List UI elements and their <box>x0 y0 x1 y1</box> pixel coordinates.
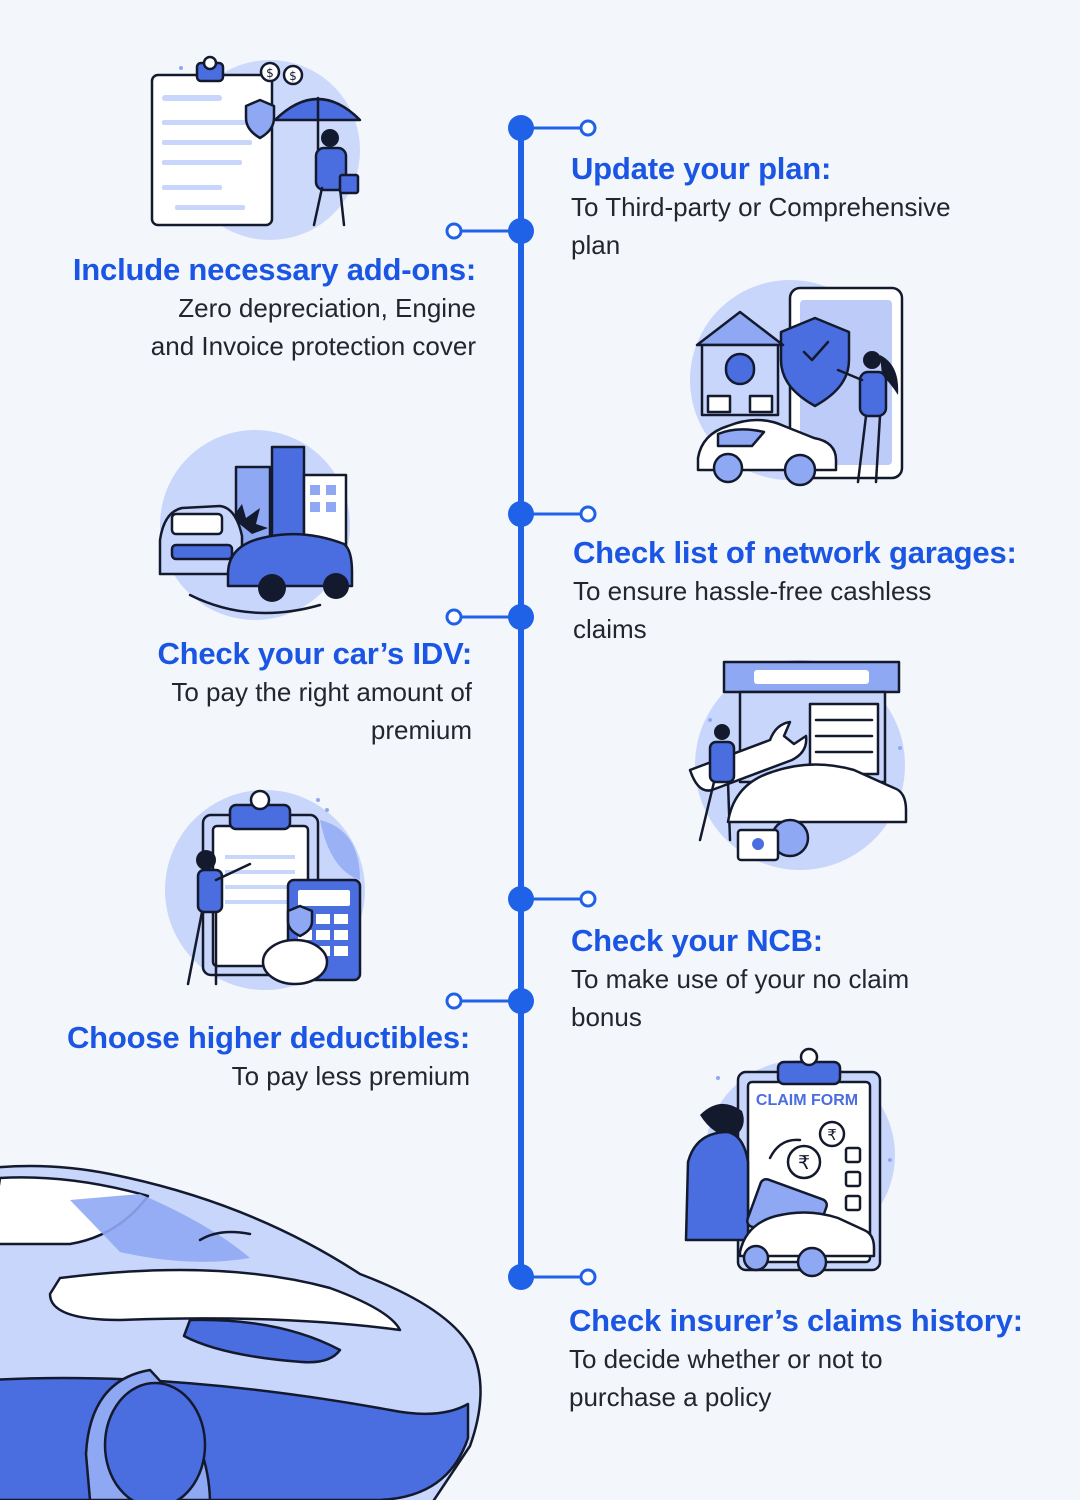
node-end-ring <box>445 992 463 1010</box>
node-dot <box>508 988 534 1014</box>
node-dot <box>508 1264 534 1290</box>
timeline-node <box>508 501 597 527</box>
step-check-idv: Check your car’s IDV: To pay the right a… <box>20 635 472 749</box>
rupee-coin-icons: ₹ ₹ <box>786 1120 846 1180</box>
step-title: Check list of network garages: <box>573 535 1017 570</box>
timeline-node <box>508 115 597 141</box>
step-desc-line: Zero depreciation, Engine <box>178 293 476 323</box>
step-title: Check insurer’s claims history: <box>569 1303 1023 1338</box>
node-end-ring <box>579 890 597 908</box>
claim-form-label: CLAIM FORM <box>756 1092 858 1109</box>
node-dot <box>508 886 534 912</box>
node-dot <box>508 218 534 244</box>
dollar-symbol: $ <box>266 66 274 80</box>
home-car-shield-illustration <box>690 280 904 487</box>
dollar-coin-icons: $ $ <box>259 61 304 86</box>
garage-mechanic-illustration <box>688 660 908 870</box>
shield-check-icon <box>779 316 851 408</box>
step-desc-line: To pay less premium <box>231 1061 470 1091</box>
timeline-node <box>445 988 534 1014</box>
step-desc-line: bonus <box>571 1002 642 1032</box>
step-desc-line: claims <box>573 614 647 644</box>
timeline-node <box>445 218 534 244</box>
car-front-illustration <box>0 1164 482 1500</box>
claim-form-illustration: CLAIM FORM ₹ ₹ <box>684 1047 895 1278</box>
step-title: Include necessary add-ons: <box>72 252 476 287</box>
step-desc-line: To Third-party or Comprehensive <box>571 192 951 222</box>
node-dot <box>508 115 534 141</box>
timeline <box>445 115 597 1290</box>
dollar-symbol-2: $ <box>289 69 297 83</box>
step-higher-deductibles: Choose higher deductibles: To pay less p… <box>20 1019 470 1095</box>
node-end-ring <box>579 1268 597 1286</box>
policy-umbrella-illustration: $ $ <box>150 55 362 240</box>
step-network-garages: Check list of network garages: To ensure… <box>573 534 1053 648</box>
step-desc-line: To make use of your no claim <box>571 964 910 994</box>
step-claims-history: Check insurer’s claims history: To decid… <box>569 1302 1059 1416</box>
step-title: Check your NCB: <box>571 923 823 958</box>
timeline-node <box>445 604 534 630</box>
sparkle-decorations <box>179 66 902 1162</box>
shield-icon <box>244 98 276 140</box>
step-desc-line: premium <box>370 715 472 745</box>
calculator-piggybank-illustration <box>165 789 365 990</box>
node-end-ring <box>445 222 463 240</box>
step-desc-line: plan <box>571 230 621 260</box>
step-desc-line: To pay the right amount of <box>171 677 472 707</box>
step-desc-line: and Invoice protection cover <box>150 331 476 361</box>
piggy-bank-icon <box>261 938 329 986</box>
step-desc-line: To decide whether or not to <box>569 1344 883 1374</box>
rupee-symbol: ₹ <box>827 1126 837 1144</box>
timeline-node <box>508 886 597 912</box>
car-crash-illustration <box>158 430 354 620</box>
node-dot <box>508 604 534 630</box>
gear-icon <box>752 838 765 850</box>
step-desc-line: purchase a policy <box>569 1382 772 1412</box>
step-title: Check your car’s IDV: <box>157 636 472 671</box>
node-end-ring <box>445 608 463 626</box>
step-title: Choose higher deductibles: <box>66 1020 470 1055</box>
step-check-ncb: Check your NCB: To make use of your no c… <box>571 922 1031 1036</box>
timeline-node <box>508 1264 597 1290</box>
node-end-ring <box>579 119 597 137</box>
step-update-plan: Update your plan: To Third-party or Comp… <box>571 150 1031 264</box>
rupee-symbol-2: ₹ <box>798 1152 810 1174</box>
step-title: Update your plan: <box>571 151 832 186</box>
step-desc-line: To ensure hassle-free cashless <box>573 576 932 606</box>
node-dot <box>508 501 534 527</box>
node-end-ring <box>579 505 597 523</box>
step-include-addons: Include necessary add-ons: Zero deprecia… <box>20 251 476 365</box>
